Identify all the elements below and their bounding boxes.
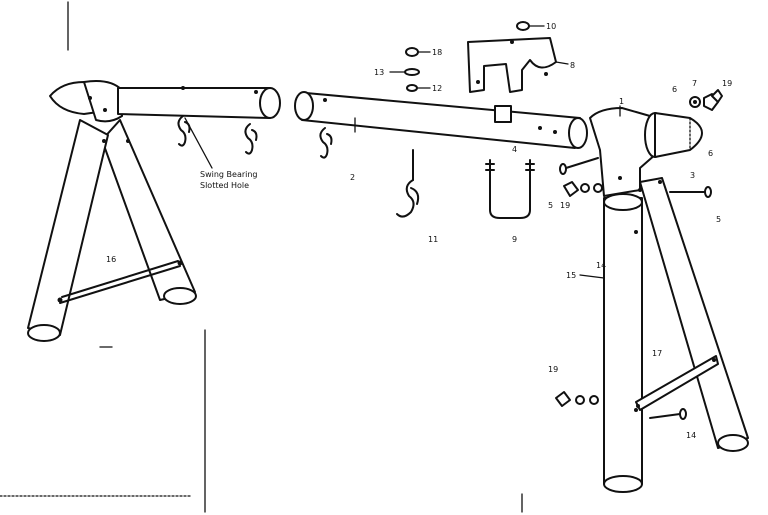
callout-1: 1: [619, 97, 624, 106]
left-top-tube: [117, 86, 281, 119]
callout-10: 10: [546, 22, 556, 31]
wing-nut-19-top: [711, 89, 723, 103]
callout-16: 16: [106, 255, 116, 264]
swing-hanger-left-2: [244, 123, 258, 155]
callout-15: 15: [566, 271, 576, 280]
u-bolt: [485, 159, 535, 219]
callout-5b: 5: [716, 215, 721, 224]
center-top-tube: [294, 91, 588, 149]
callout-2: 2: [350, 173, 355, 182]
bolt-5-left: [559, 157, 599, 175]
nut-19-lower: [555, 391, 599, 407]
nut-19-mid: [563, 181, 603, 197]
saddle-bracket: [467, 37, 557, 93]
hook-assembly: [396, 149, 420, 218]
left-a-frame: [27, 80, 197, 342]
callout-13: 13: [374, 68, 384, 77]
callout-3: 3: [690, 171, 695, 180]
scan-edge-marks: [0, 1, 523, 513]
note-line-1: Swing Bearing: [200, 170, 258, 179]
callout-4: 4: [512, 145, 517, 154]
leader-bracket: [555, 61, 569, 65]
callout-11: 11: [428, 235, 438, 244]
callout-9: 9: [512, 235, 517, 244]
swing-hanger-center: [319, 127, 333, 159]
callout-6b: 6: [708, 149, 713, 158]
callout-19a: 19: [722, 79, 732, 88]
callout-17: 17: [652, 349, 662, 358]
bolt-5-right: [669, 186, 712, 198]
nut-6: [689, 96, 701, 108]
bearing-block: [494, 105, 512, 123]
fastener-stack: [389, 47, 431, 92]
note-line-2: Slotted Hole: [200, 181, 249, 190]
right-a-frame: [589, 107, 749, 493]
callout-labels: 1 2 3 4 5 5 6 6 7 8 9 10 11 12 13 14 14 …: [106, 22, 732, 440]
nut-10: [516, 21, 545, 31]
bolt-14: [649, 408, 687, 420]
callout-7: 7: [692, 79, 697, 88]
swing-bearing-note: Swing Bearing Slotted Hole: [200, 170, 258, 190]
swing-hanger-left-1: [177, 115, 191, 147]
callout-19c: 19: [548, 365, 558, 374]
leader-swing-bearing: [184, 117, 213, 169]
callout-14a: 14: [596, 261, 606, 270]
callout-19b: 19: [560, 201, 570, 210]
callout-6a: 6: [672, 85, 677, 94]
callout-18: 18: [432, 48, 442, 57]
callout-12: 12: [432, 84, 442, 93]
callout-5a: 5: [548, 201, 553, 210]
callout-14b: 14: [686, 431, 696, 440]
callout-8: 8: [570, 61, 575, 70]
